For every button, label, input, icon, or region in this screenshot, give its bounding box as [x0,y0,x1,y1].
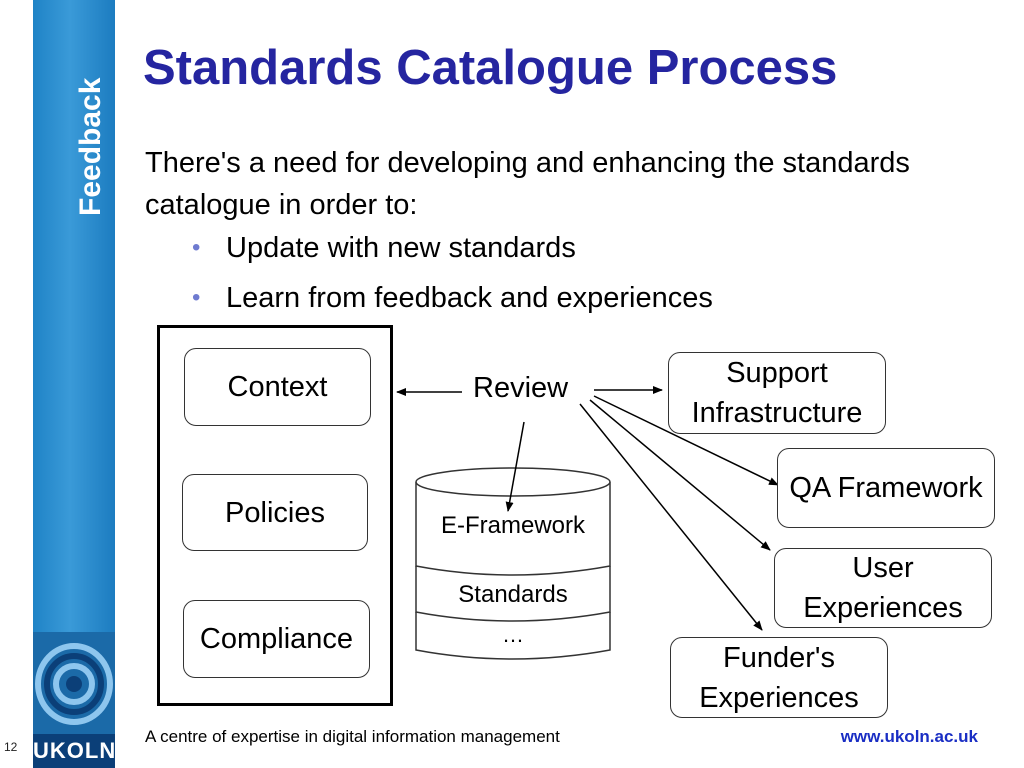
intro-text: There's a need for developing and enhanc… [145,147,910,221]
arrow-review-to-qa [593,395,779,486]
bullet-text: Learn from feedback and experiences [226,282,713,314]
stack-label-standards: Standards [458,581,568,608]
ukoln-logo: UKOLN [33,632,115,768]
arrow-review-to-eframework [505,421,525,512]
footer-url-link[interactable]: www.ukoln.ac.uk [840,727,978,746]
arrow-review-to-funder [579,403,763,631]
footer-tagline: A centre of expertise in digital informa… [145,727,560,746]
funders-experiences-box: Funder's Experiences [670,637,888,718]
sidebar-banner [33,0,115,632]
page-number: 12 [4,740,18,754]
qa-framework-box: QA Framework [777,448,995,528]
stack-layer-bottom [415,612,611,660]
database-stack [415,467,611,660]
bullet-text: Update with new standards [226,232,576,264]
stack-layer-middle [415,566,611,622]
eye-logo-icon [33,632,115,734]
bullet-item: • Update with new standards [192,232,576,265]
context-box: Context [184,348,371,426]
stack-layer-top [415,482,611,576]
support-infrastructure-box: Support Infrastructure [668,352,886,434]
stack-label-eframework: E-Framework [440,512,585,539]
policies-box: Policies [182,474,368,551]
arrow-review-to-user [589,399,771,551]
bullet-item: • Learn from feedback and experiences [192,282,713,315]
compliance-box: Compliance [183,600,370,678]
bullet-dot-icon: • [192,234,201,261]
review-label: Review [473,372,569,404]
bullet-dot-icon: • [192,284,201,311]
logo-text: UKOLN [33,734,115,768]
page-title: Standards Catalogue Process [143,41,838,95]
user-experiences-box: User Experiences [774,548,992,628]
left-group-frame [157,325,393,706]
stack-label-more: … [502,622,524,647]
